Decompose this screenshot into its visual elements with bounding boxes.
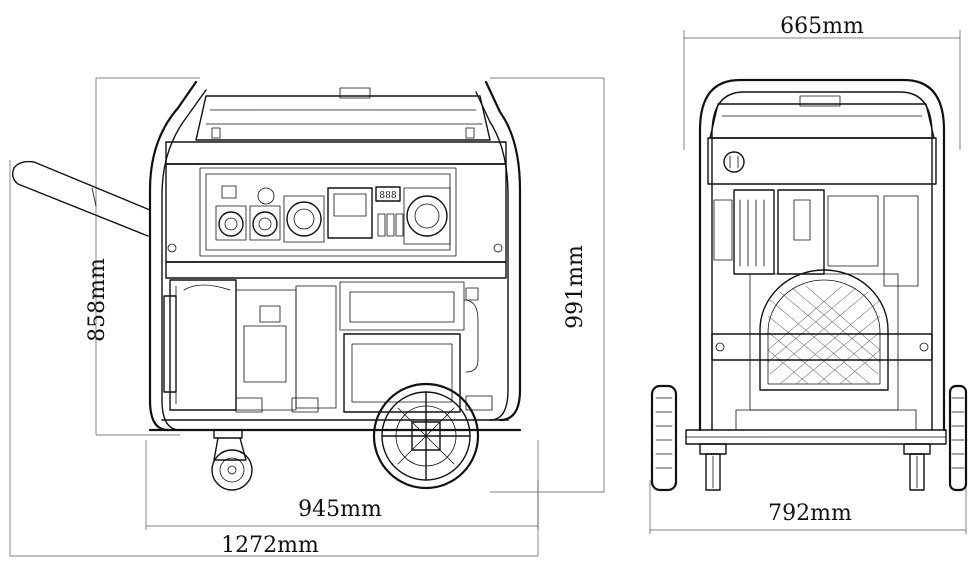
front-view: 665mm 792mm [649, 14, 968, 534]
front-left-caster [699, 443, 727, 491]
control-panel: 888 [215, 185, 451, 245]
front-crossbar [711, 333, 933, 361]
panel-breaker [257, 187, 275, 205]
side-control-housing [165, 141, 507, 279]
panel-breaker-group [377, 213, 404, 237]
side-view: 888 [9, 77, 605, 558]
dim-label-side-total-length: 1272mm [221, 533, 319, 558]
dim-label-side-wheelbase: 945mm [298, 497, 382, 522]
panel-switch [221, 185, 237, 199]
front-frame [698, 78, 946, 432]
front-dimension-lines [649, 30, 967, 534]
front-fan-grille [759, 269, 889, 391]
meter-display-text: 888 [379, 191, 396, 201]
dim-label-side-height: 858mm [85, 258, 110, 342]
front-fuel-tank [709, 95, 935, 139]
panel-meter: 888 [375, 186, 401, 202]
dim-label-front-total-width: 792mm [768, 501, 852, 526]
front-right-caster [903, 443, 931, 491]
side-handle [11, 160, 151, 237]
panel-cover [327, 187, 373, 239]
side-fuel-tank [195, 87, 491, 141]
front-emblem-icon [723, 151, 745, 173]
socket-2 [249, 205, 281, 241]
side-main-wheel [372, 382, 480, 490]
side-dimension-lines [9, 77, 605, 557]
side-caster-wheel [211, 429, 253, 491]
side-engine [163, 279, 493, 413]
dim-label-side-total-height: 991mm [563, 245, 588, 329]
front-housing [707, 137, 937, 185]
front-left-wheel [650, 384, 678, 492]
front-right-wheel [948, 384, 968, 492]
socket-1 [215, 205, 247, 241]
front-base [685, 409, 947, 445]
dim-label-front-top-width: 665mm [780, 14, 864, 39]
socket-4 [403, 187, 451, 245]
socket-3 [283, 195, 325, 243]
grille-mesh [767, 285, 881, 385]
side-frame [148, 80, 522, 432]
